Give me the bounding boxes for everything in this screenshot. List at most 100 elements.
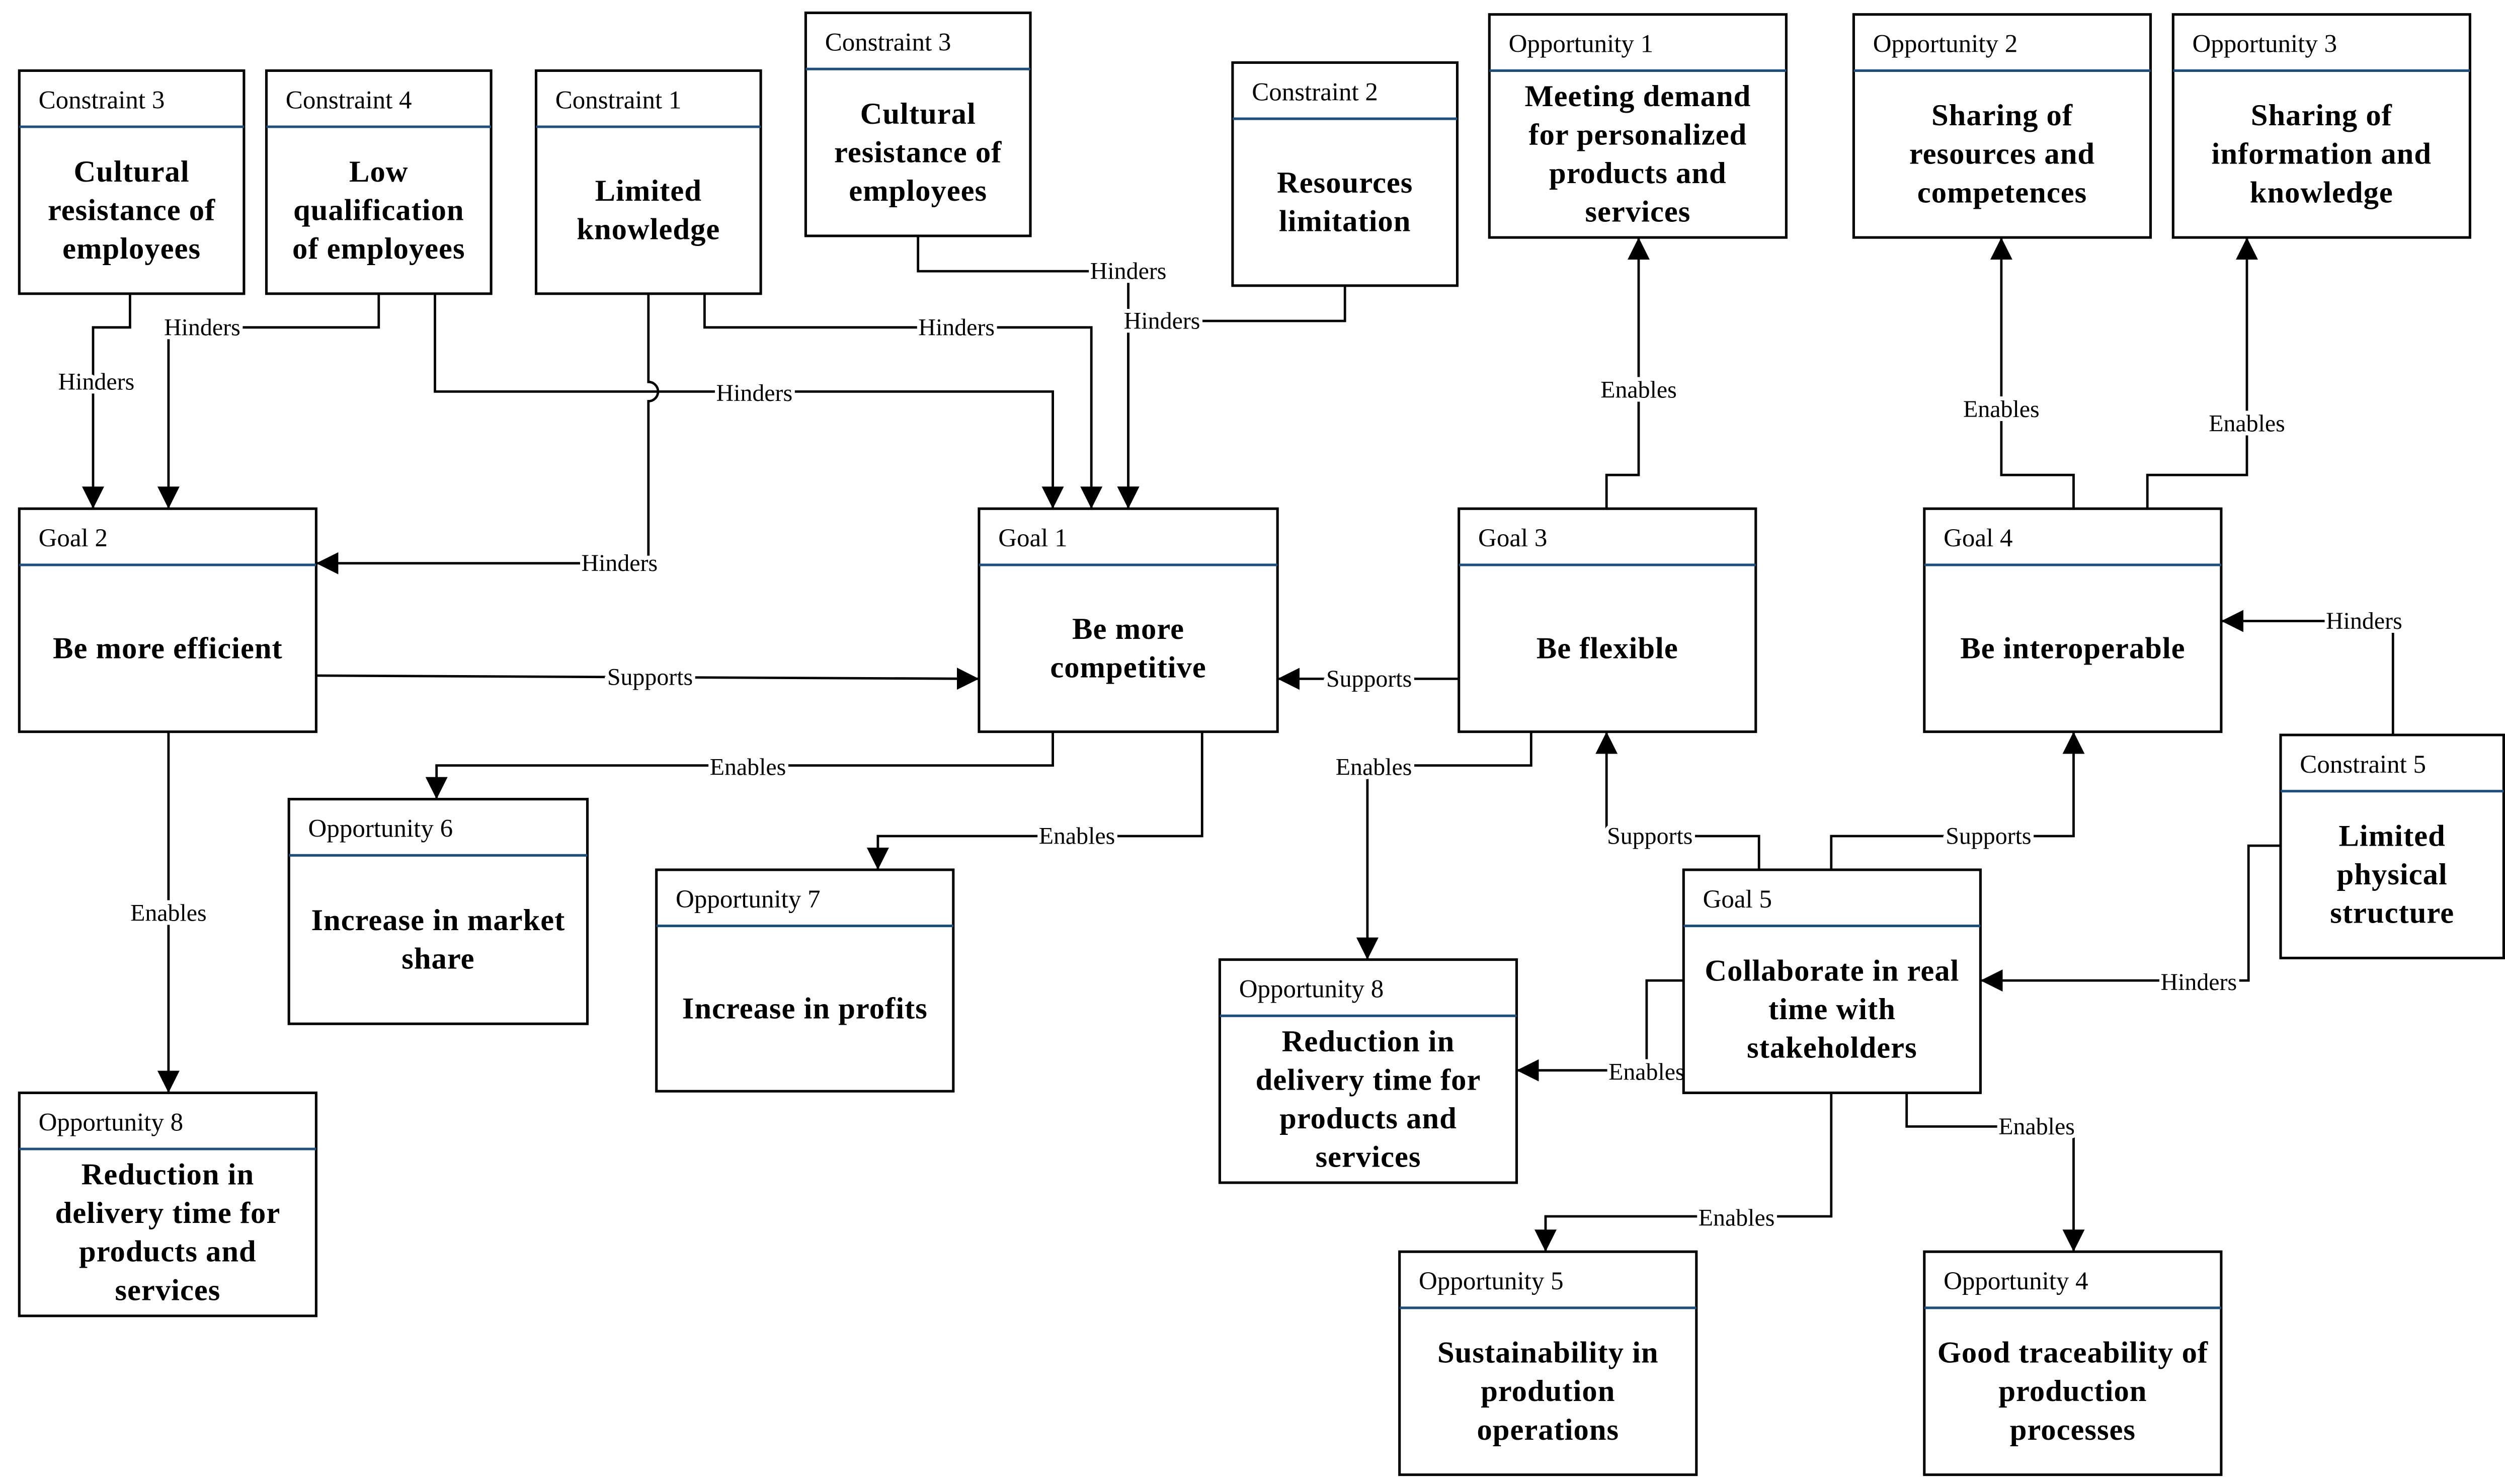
constraint-text-line: Low: [349, 155, 408, 189]
connector-label-enables: Enables: [2209, 410, 2285, 437]
opportunity-text-line: Meeting demand: [1524, 79, 1751, 113]
opportunity-text-line: Sharing of: [1931, 99, 2073, 132]
constraint-label: Constraint 3: [39, 86, 165, 114]
opportunity-label: Opportunity 2: [1873, 30, 2018, 58]
opportunity-box-frame: [287, 798, 589, 1025]
connector-label-supports: Supports: [1946, 823, 2031, 850]
connector-c1-to-g1: [703, 293, 1103, 509]
constraint-box-frame: [265, 69, 493, 295]
connector-g2-to-g1: [316, 668, 979, 690]
opportunity-box-frame: [1923, 1250, 2223, 1476]
opportunity-box-o8b: Opportunity 8 Reduction in delivery time f…: [1218, 958, 1518, 1184]
connector-c1-to-g2: [316, 293, 660, 574]
connector-g5-to-o8b: [1516, 979, 1684, 1082]
opportunity-label: Opportunity 1: [1509, 30, 1654, 58]
opportunity-text-line: services: [115, 1273, 220, 1307]
goal-box-frame: [1458, 507, 1757, 733]
opportunity-label: Opportunity 5: [1419, 1267, 1564, 1295]
opportunity-text-line: production: [1998, 1374, 2147, 1408]
opportunity-text-line: Sustainability in: [1437, 1336, 1659, 1370]
opportunity-text-line: Increase in market: [311, 903, 565, 937]
connector-g5-to-g3: [1595, 731, 1760, 870]
constraint-text-line: employees: [62, 232, 201, 266]
opportunity-label: Opportunity 7: [676, 885, 821, 914]
connector-label-hinders: Hinders: [2160, 969, 2237, 996]
opportunity-box-frame: [18, 1091, 317, 1317]
constraint-label: Constraint 5: [2300, 751, 2426, 779]
connector-g5-to-o4: [1905, 1093, 2085, 1252]
connector-c5-to-g4: [2221, 610, 2394, 735]
connector-label-enables: Enables: [1600, 377, 1677, 403]
connector-label-enables: Enables: [130, 900, 207, 927]
connector-label-enables: Enables: [1998, 1113, 2075, 1140]
connector-labels: HindersHindersHindersHindersHindersHinde…: [54, 254, 2406, 1235]
connector-label-enables: Enables: [1963, 396, 2040, 423]
connector-c5-to-g5: [1980, 844, 2281, 992]
opportunity-box-frame: [1398, 1250, 1698, 1476]
constraint-text-line: knowledge: [577, 213, 720, 246]
constraint-text-line: resistance of: [834, 136, 1002, 170]
opportunity-box-frame: [655, 868, 955, 1093]
goal-text-line: Be flexible: [1537, 631, 1678, 665]
opportunity-label: Opportunity 6: [308, 815, 453, 843]
constraint-text-line: Resources: [1277, 166, 1413, 200]
goal-box-g4: Goal 4Be interoperable: [1923, 507, 2223, 733]
connector-label-hinders: Hinders: [1090, 258, 1167, 285]
opportunity-text-line: delivery time for: [55, 1196, 281, 1230]
constraint-label: Constraint 4: [286, 86, 412, 114]
connector-label-hinders: Hinders: [1124, 308, 1200, 335]
opportunity-text-line: Increase in profits: [682, 992, 928, 1025]
constraint-text-line: resistance of: [48, 193, 215, 227]
goal-label: Goal 3: [1478, 524, 1547, 552]
opportunity-text-line: Reduction in: [1282, 1025, 1455, 1058]
goal-box-frame: [1923, 507, 2223, 733]
connector-label-enables: Enables: [1699, 1205, 1775, 1231]
opportunity-label: Opportunity 3: [2193, 30, 2337, 58]
goal-label: Goal 5: [1703, 885, 1772, 914]
opportunity-text-line: services: [1585, 195, 1690, 229]
goal-box-g3: Goal 3 Be flexible: [1458, 507, 1757, 733]
goal-text-line: Collaborate in real: [1705, 954, 1959, 988]
opportunity-box-o7: Opportunity 7 Increase in profits: [655, 868, 955, 1093]
connector-label-hinders: Hinders: [581, 550, 658, 576]
constraint-text-line: employees: [849, 174, 987, 208]
connector-g4-to-o3: [2146, 237, 2258, 509]
connector-g5-to-g4: [1830, 731, 2085, 870]
opportunity-text-line: competences: [1917, 176, 2087, 209]
connector-label-hinders: Hinders: [918, 314, 995, 341]
opportunity-text-line: products and: [79, 1235, 257, 1269]
connector-g1-to-o6: [425, 731, 1054, 799]
opportunity-text-line: resources and: [1909, 137, 2095, 171]
connector-g3-to-o1: [1605, 237, 1650, 509]
opportunity-text-line: operations: [1477, 1413, 1619, 1447]
opportunity-text-line: delivery time for: [1256, 1063, 1481, 1097]
opportunity-label: Opportunity 8: [1239, 975, 1384, 1004]
connector-c3a-to-g2: [82, 293, 131, 509]
constraint-text-line: qualification: [293, 193, 464, 227]
connector-label-hinders: Hinders: [716, 380, 792, 406]
connector-g1-to-o7: [866, 731, 1203, 870]
constraint-text-line: physical: [2337, 858, 2448, 891]
connector-label-enables: Enables: [710, 754, 786, 780]
constraint-label: Constraint 3: [825, 29, 951, 57]
opportunity-box-frame: [1218, 958, 1518, 1184]
opportunity-text-line: products and: [1549, 156, 1727, 190]
opportunity-label: Opportunity 8: [39, 1108, 184, 1136]
connector-g5-to-o5: [1534, 1093, 1833, 1252]
goal-text-line: Be more efficient: [53, 631, 283, 665]
connector-label-supports: Supports: [1607, 823, 1692, 850]
connector-label-enables: Enables: [1336, 754, 1412, 780]
constraint-text-line: Cultural: [73, 155, 189, 189]
connector-label-hinders: Hinders: [164, 314, 240, 341]
